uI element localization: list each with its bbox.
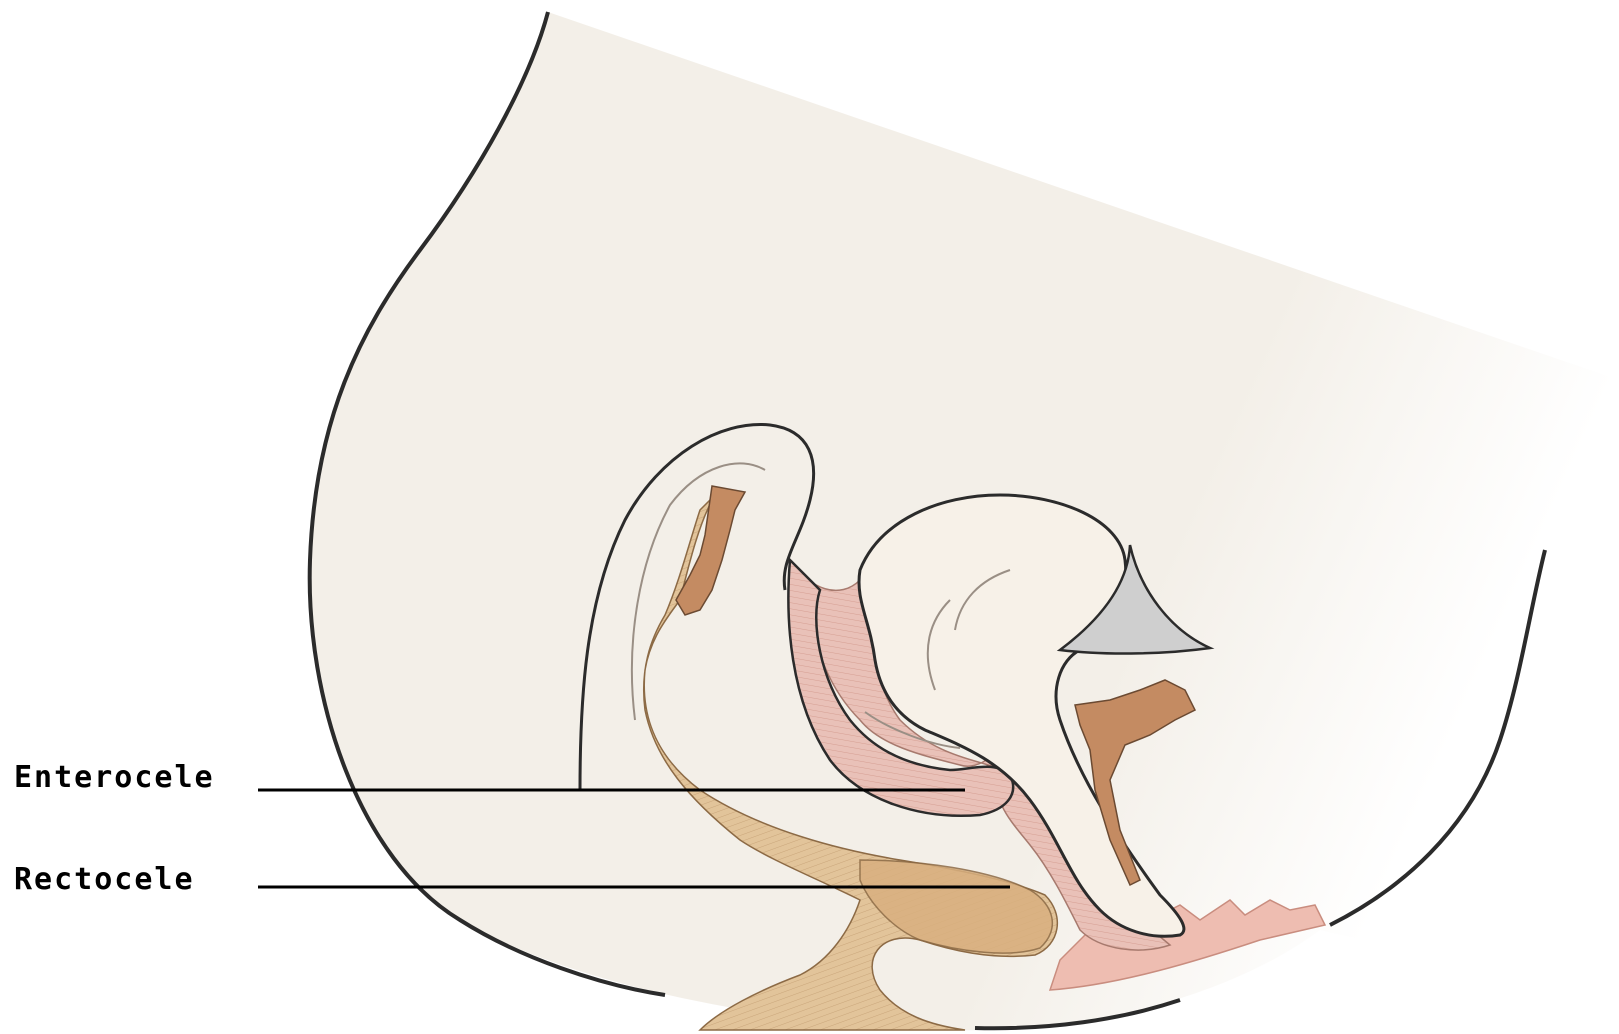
- enterocele-label: Enterocele: [14, 760, 215, 795]
- rectocele-label: Rectocele: [14, 862, 195, 897]
